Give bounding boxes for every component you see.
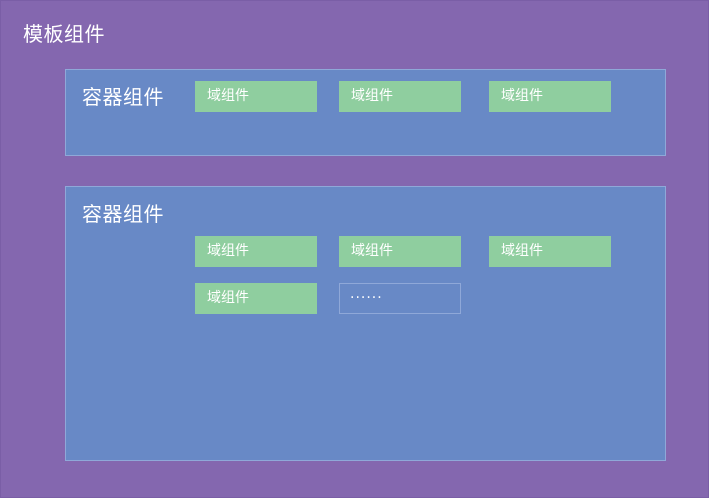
field-component[interactable]: 域组件 <box>339 236 461 267</box>
container-component-2: 容器组件 域组件 域组件 域组件 域组件 ······ <box>65 186 666 461</box>
template-title: 模板组件 <box>23 22 105 46</box>
field-component[interactable]: 域组件 <box>195 81 317 112</box>
container-title: 容器组件 <box>82 85 164 109</box>
field-component[interactable]: 域组件 <box>195 236 317 267</box>
field-component[interactable]: 域组件 <box>339 81 461 112</box>
field-component[interactable]: 域组件 <box>195 283 317 314</box>
container-title: 容器组件 <box>82 202 164 226</box>
more-fields-placeholder: ······ <box>339 283 461 314</box>
container-component-1: 容器组件 域组件 域组件 域组件 <box>65 69 666 156</box>
field-component[interactable]: 域组件 <box>489 236 611 267</box>
field-component[interactable]: 域组件 <box>489 81 611 112</box>
